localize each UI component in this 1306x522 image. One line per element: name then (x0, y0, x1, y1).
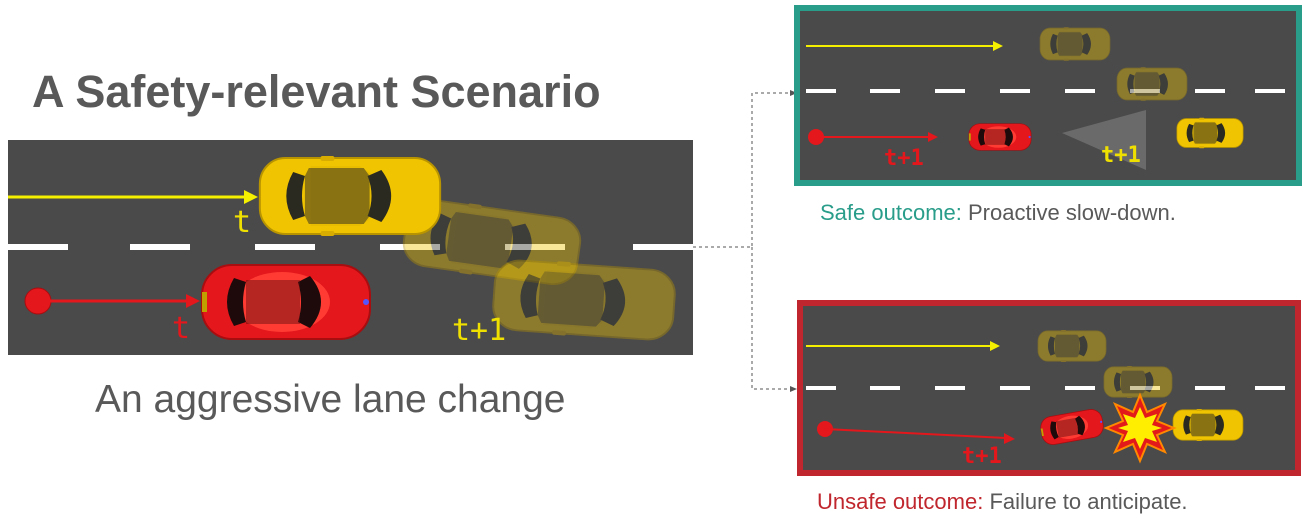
headlight-cone (1062, 110, 1146, 170)
other-trajectory-arrow (8, 190, 258, 204)
unsafe-other-ghost-2 (1103, 365, 1173, 399)
safe-other-time-label: t+1 (1101, 143, 1141, 168)
unsafe-outcome-panel: t+1 (797, 300, 1301, 476)
unsafe-other-ghost-1 (1037, 329, 1107, 363)
ego-car (201, 264, 371, 340)
unsafe-other-car (1172, 408, 1244, 442)
safe-caption-text: Proactive slow-down. (968, 200, 1176, 225)
safe-other-ghost-1 (1039, 26, 1111, 62)
other-time-label: t (233, 205, 251, 240)
other-car-ghost-2 (490, 256, 678, 344)
unsafe-caption: Unsafe outcome: Failure to anticipate. (817, 489, 1188, 515)
safe-ego-time-label: t+1 (884, 146, 924, 171)
unsafe-caption-lead: Unsafe outcome: (817, 489, 984, 514)
safe-other-ghost-2 (1116, 66, 1188, 102)
safe-caption-lead: Safe outcome: (820, 200, 962, 225)
safe-ego-car (968, 123, 1032, 151)
safe-caption: Safe outcome: Proactive slow-down. (820, 200, 1176, 226)
safe-outcome-panel: t+1 t+1 (794, 5, 1302, 186)
other-future-time-label: t+1 (452, 313, 506, 348)
unsafe-ego-time-label: t+1 (962, 444, 1002, 469)
ego-time-label: t (172, 311, 190, 346)
branch-connector (693, 92, 793, 390)
other-car (258, 155, 442, 237)
main-caption: An aggressive lane change (95, 378, 566, 421)
unsafe-caption-text: Failure to anticipate. (989, 489, 1188, 514)
safe-other-car (1176, 117, 1244, 149)
ego-trajectory-arrow (24, 287, 200, 315)
page-title: A Safety-relevant Scenario (32, 66, 601, 117)
